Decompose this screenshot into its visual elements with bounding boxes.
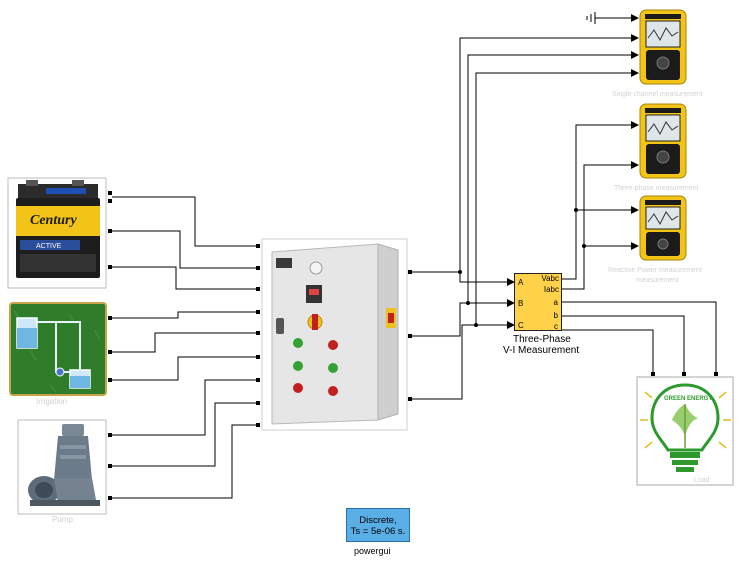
battery-brand-text: Century [30, 213, 77, 228]
analyzer3-label-2: measurement [636, 277, 679, 284]
powergui-caption: powergui [354, 546, 391, 556]
irrigation-label: Irrigation [36, 397, 67, 406]
pump-label: Pump [52, 515, 73, 524]
bulb-text: GREEN ENERGY [664, 396, 712, 402]
battery-block[interactable]: Century ACTIVE [7, 177, 107, 289]
powergui-line2: Ts = 5e-06 s. [350, 526, 406, 537]
power-analyzer-2[interactable] [639, 103, 687, 179]
analyzer2-label: Three-phase measurement [614, 185, 698, 192]
battery-model-text: ACTIVE [36, 243, 62, 250]
pump-block[interactable] [17, 419, 107, 515]
analyzer3-label: Reactive Power measurement [608, 267, 702, 274]
powergui-block[interactable]: Discrete, Ts = 5e-06 s. [346, 508, 410, 542]
vi-to-load-wires [562, 301, 717, 374]
irrigation-scheme-block[interactable] [9, 302, 107, 396]
power-analyzer-3[interactable] [639, 195, 687, 261]
vi-port-A: A [518, 278, 524, 287]
green-energy-load-block[interactable]: GREEN ENERGY [636, 376, 734, 486]
vi-output-wires [562, 121, 639, 290]
vi-port-a: a [553, 298, 558, 307]
ground-symbol [586, 12, 596, 24]
powergui-line1: Discrete, [359, 515, 397, 526]
vi-port-iabc: Iabc [543, 285, 559, 294]
analyzer1-label: Single channel measurement [612, 91, 703, 98]
vi-port-c: c [554, 322, 558, 331]
panel-to-vi-wires [412, 271, 515, 400]
left-wires [112, 196, 258, 499]
power-analyzer-1[interactable] [639, 9, 687, 85]
vi-port-b: b [553, 311, 558, 320]
vi-caption-line1: Three-Phase [513, 334, 571, 345]
control-panel-block[interactable] [261, 238, 408, 431]
analyzer1-wires [459, 14, 639, 325]
vi-caption-line2: V-I Measurement [503, 345, 580, 356]
vi-port-B: B [518, 299, 524, 308]
vi-port-vabc: Vabc [541, 274, 559, 283]
three-phase-vi-measurement-block[interactable]: A B C Vabc Iabc a b c [514, 273, 562, 331]
load-label: Load [694, 477, 710, 484]
vi-port-C: C [518, 321, 524, 330]
